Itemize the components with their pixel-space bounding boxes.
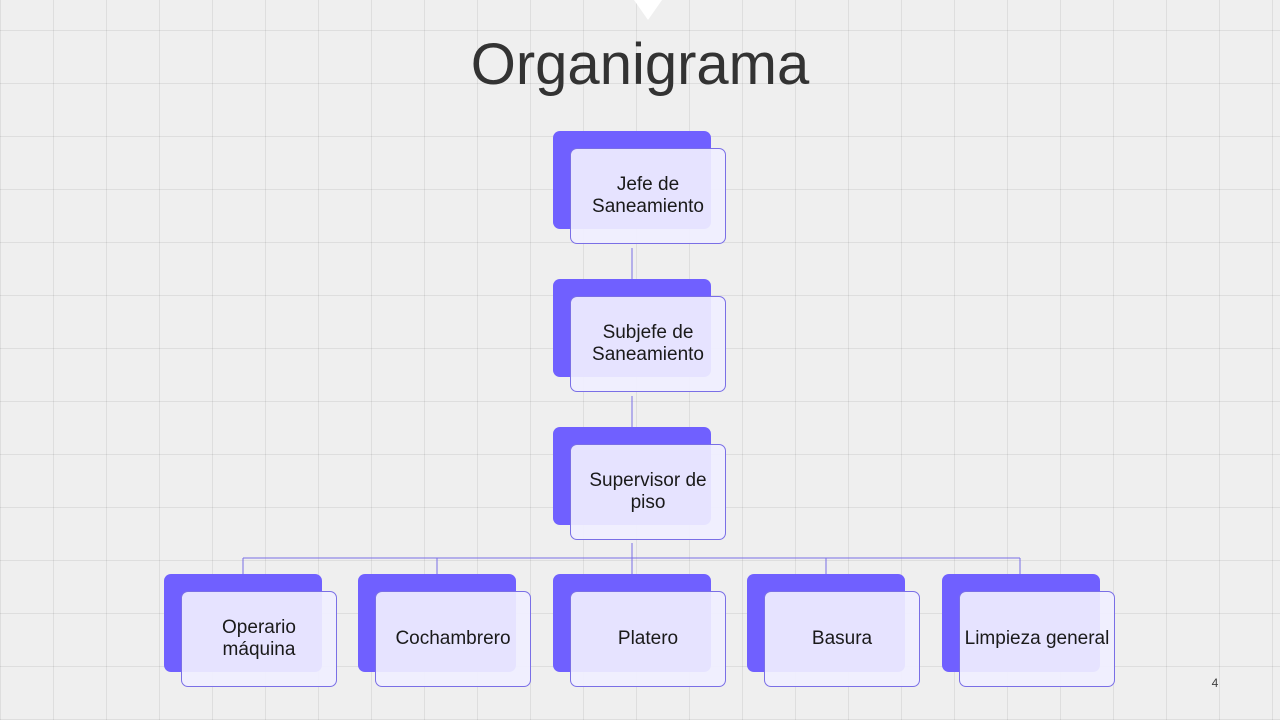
org-node-subjefe: Subjefe de Saneamiento [553,279,728,394]
org-node-cochambrero: Cochambrero [358,574,533,689]
org-node-label: Cochambrero [375,591,531,687]
org-node-jefe: Jefe de Saneamiento [553,131,728,246]
org-node-label: Subjefe de Saneamiento [570,296,726,392]
org-node-basura: Basura [747,574,922,689]
page-title: Organigrama [470,32,810,97]
slide-number: 4 [1211,676,1219,690]
org-node-supervisor: Supervisor de piso [553,427,728,542]
org-node-label: Operario máquina [181,591,337,687]
org-node-label: Platero [570,591,726,687]
org-node-label: Supervisor de piso [570,444,726,540]
org-node-label: Jefe de Saneamiento [570,148,726,244]
org-node-operario: Operario máquina [164,574,339,689]
org-node-label: Basura [764,591,920,687]
org-node-label: Limpieza general [959,591,1115,687]
org-node-limpieza: Limpieza general [942,574,1117,689]
org-node-platero: Platero [553,574,728,689]
